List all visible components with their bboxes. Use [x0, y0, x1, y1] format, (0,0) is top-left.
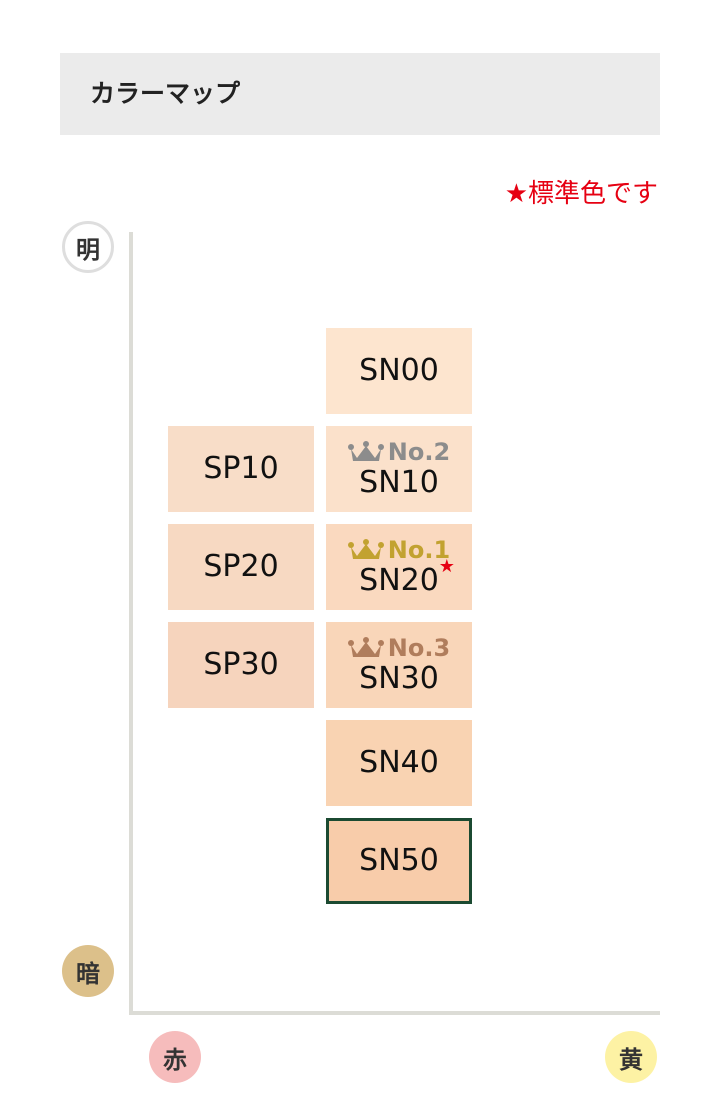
color-map-header: カラーマップ [60, 53, 660, 135]
swatch-sn00[interactable]: SN00 [326, 328, 472, 414]
crown-icon [347, 441, 384, 461]
rank-label: No.3 [387, 634, 451, 662]
swatch-sn20[interactable]: No.1 SN20★ [326, 524, 472, 610]
swatch-code: SN10 [359, 465, 439, 500]
swatch-code: SN40 [359, 745, 439, 780]
axis-label-bright: 明 [62, 221, 114, 273]
swatch-code: SP20 [203, 549, 279, 584]
swatch-code: SN20★ [359, 558, 455, 598]
swatch-sp30[interactable]: SP30 [168, 622, 314, 708]
standard-color-note: ★標準色です [504, 179, 658, 209]
swatch-code: SN50 [359, 843, 439, 878]
horizontal-axis [129, 1011, 660, 1015]
vertical-axis [129, 232, 133, 1015]
swatch-sn50[interactable]: SN50 [326, 818, 472, 904]
rank-badge-no2: No.2 [347, 438, 451, 466]
swatch-sn10[interactable]: No.2 SN10 [326, 426, 472, 512]
rank-badge-no3: No.3 [347, 634, 451, 662]
swatch-code: SP30 [203, 647, 279, 682]
rank-label: No.1 [387, 536, 451, 564]
swatch-code: SN00 [359, 353, 439, 388]
crown-icon [347, 539, 384, 559]
swatch-sn40[interactable]: SN40 [326, 720, 472, 806]
swatch-code-text: SN20 [359, 563, 439, 598]
swatch-sp20[interactable]: SP20 [168, 524, 314, 610]
rank-badge-no1: No.1 [347, 536, 451, 564]
axis-label-red: 赤 [149, 1031, 201, 1083]
swatch-sp10[interactable]: SP10 [168, 426, 314, 512]
rank-label: No.2 [387, 438, 451, 466]
swatch-code: SP10 [203, 451, 279, 486]
swatch-code: SN30 [359, 661, 439, 696]
standard-star-icon: ★ [438, 556, 455, 577]
swatch-sn30[interactable]: No.3 SN30 [326, 622, 472, 708]
crown-icon [347, 637, 384, 657]
axis-label-dark: 暗 [62, 945, 114, 997]
axis-label-yellow: 黄 [605, 1031, 657, 1083]
page-title: カラーマップ [90, 79, 241, 108]
